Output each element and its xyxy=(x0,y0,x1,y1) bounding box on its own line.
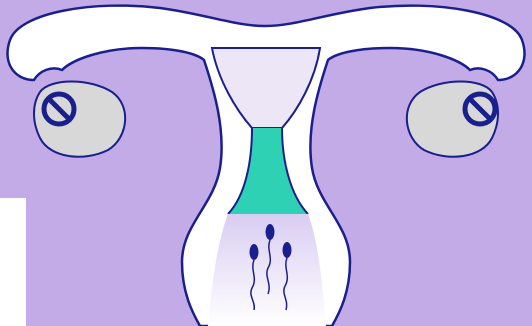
left-ovary xyxy=(34,82,125,157)
left-panel-fragment xyxy=(0,198,26,326)
right-ovary xyxy=(407,82,498,157)
